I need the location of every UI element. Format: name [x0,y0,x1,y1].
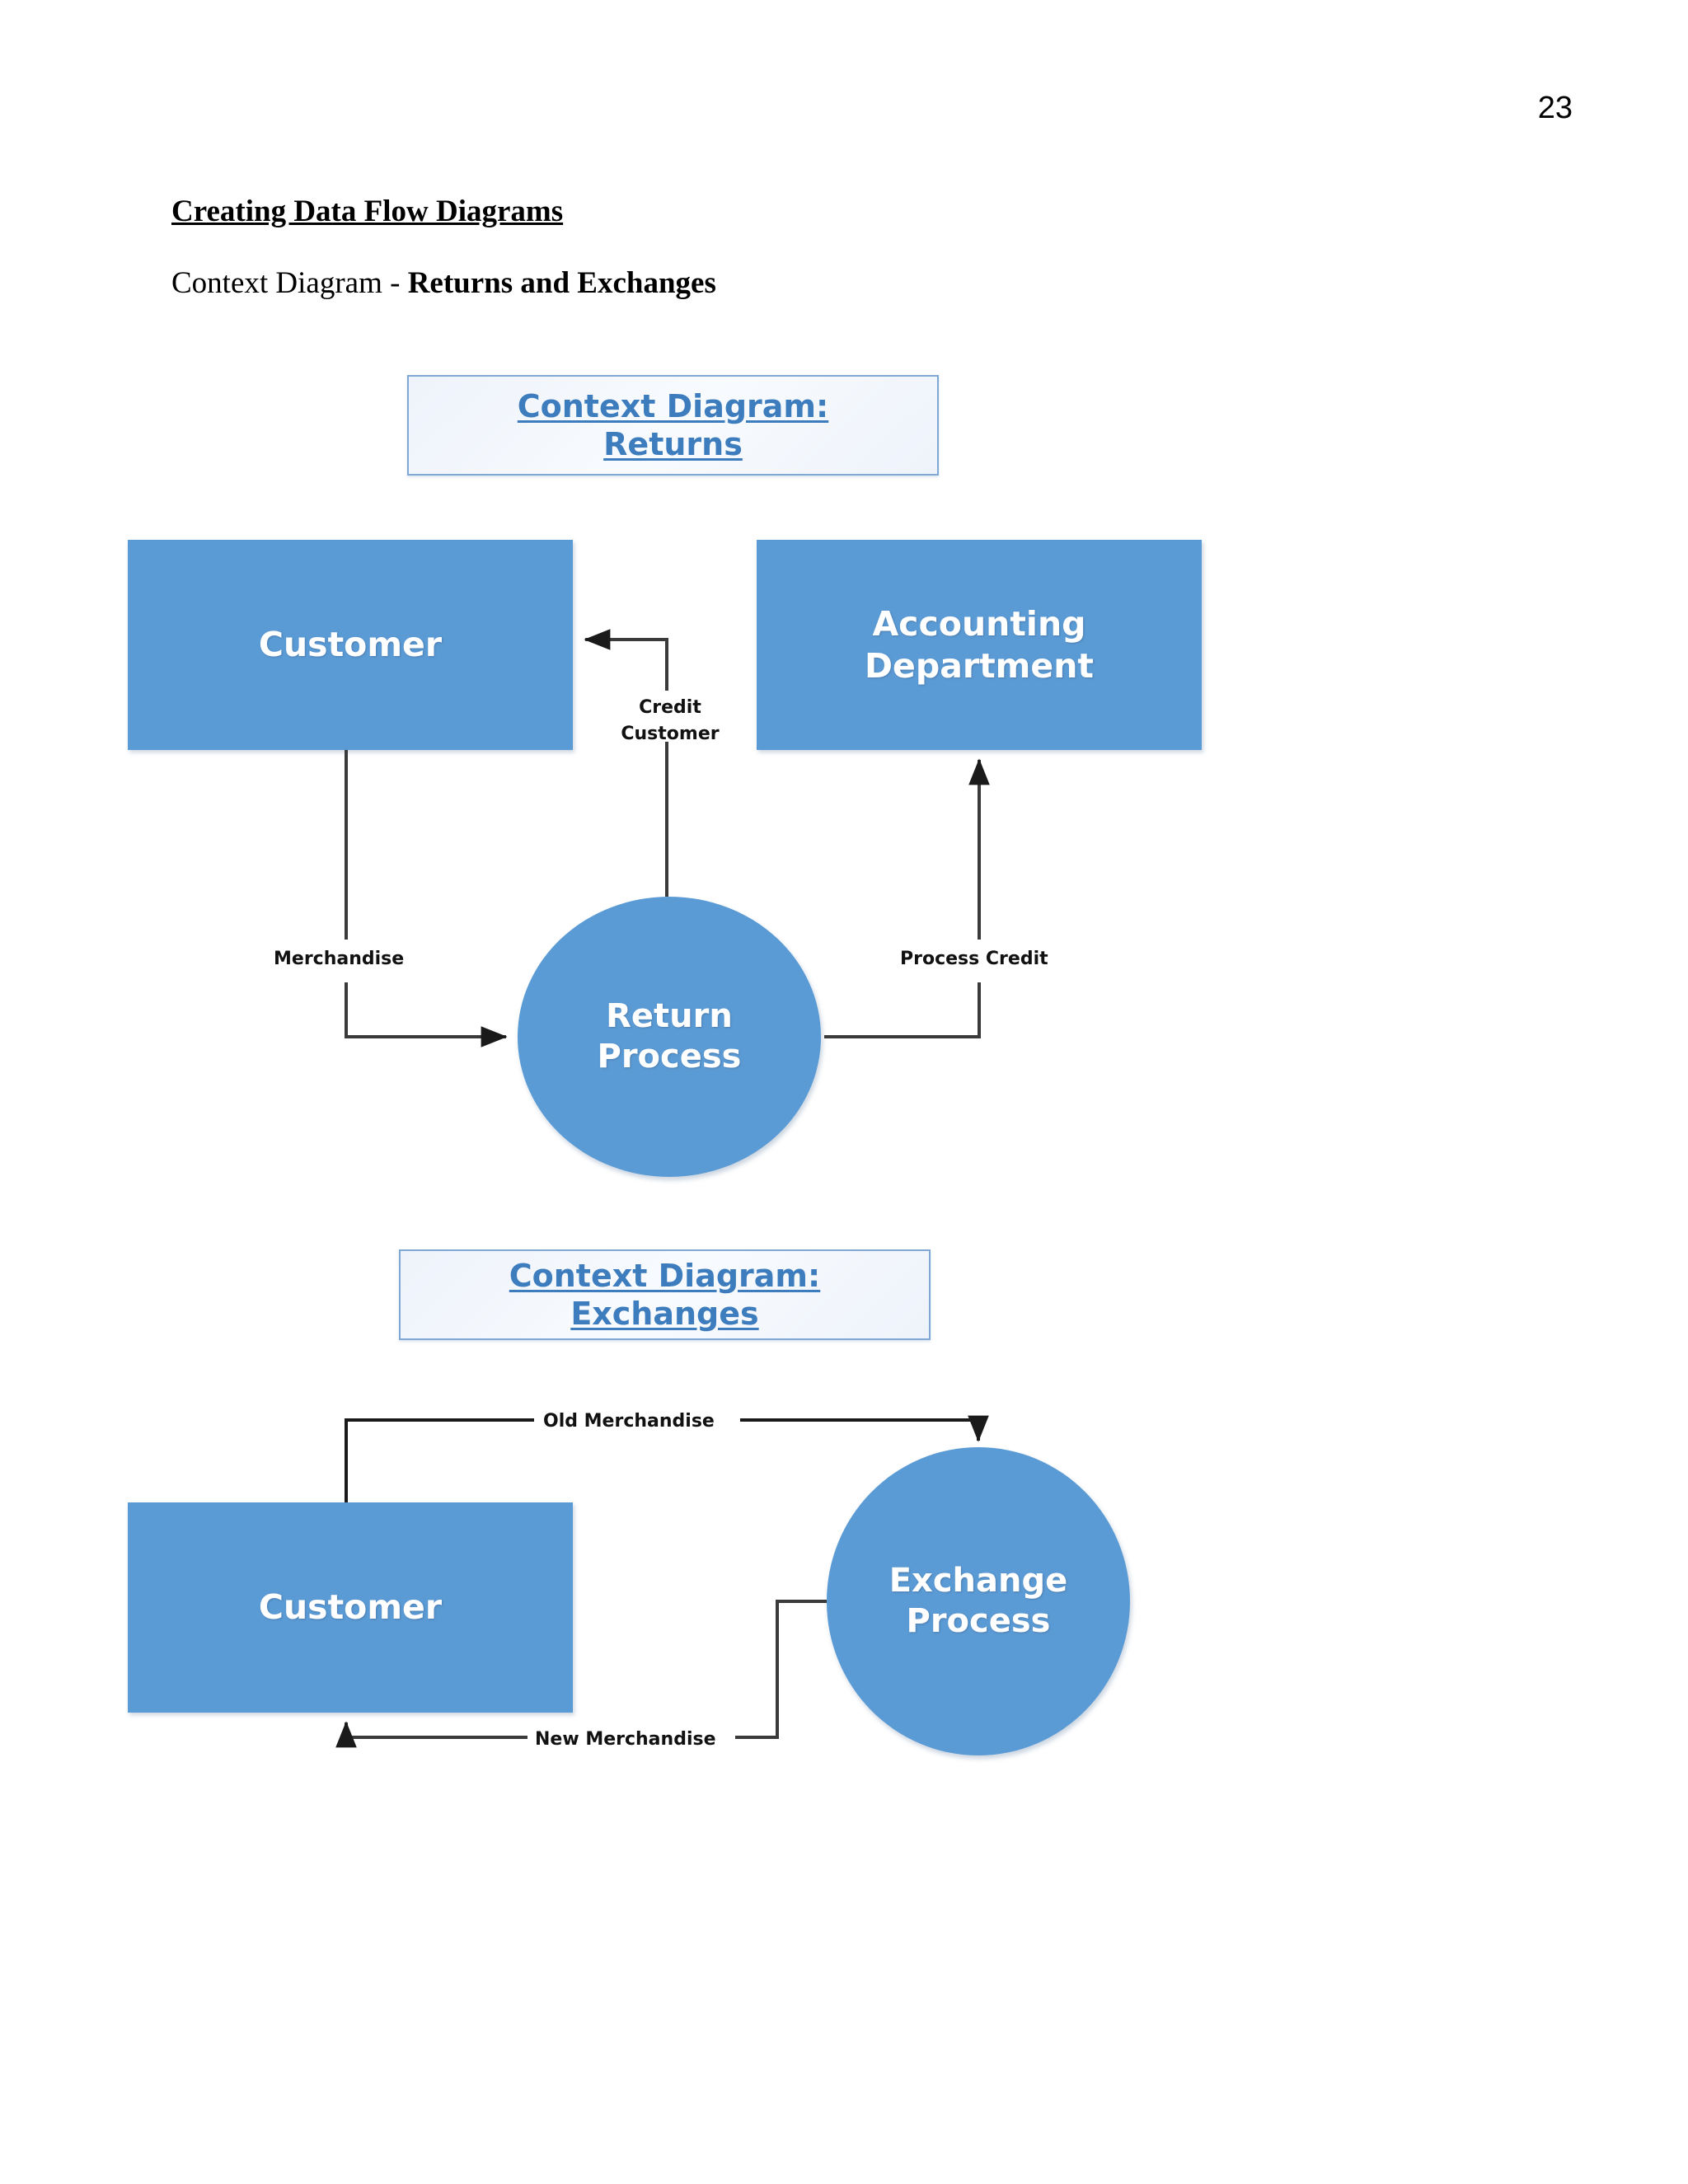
flow-label-process-credit: Process Credit [897,946,1052,972]
flow-label-credit-customer-line2: Customer [621,723,720,744]
diagram-title-exchanges-text: Context Diagram: Exchanges [509,1257,820,1333]
diagram-title-returns: Context Diagram: Returns [407,375,939,476]
diagram-title-exchanges: Context Diagram: Exchanges [399,1249,931,1340]
connector-process-credit [824,758,990,1038]
entity-customer-returns[interactable]: Customer [128,540,573,750]
entity-accounting-department-label: Accounting Department [865,603,1094,686]
entity-customer-exchanges-label: Customer [258,1587,443,1628]
process-return-process[interactable]: Return Process [518,897,821,1177]
diagram-title-exchanges-line2: Exchanges [570,1296,759,1332]
entity-customer-exchanges[interactable]: Customer [128,1502,573,1713]
connector-merchandise [345,750,508,1047]
diagram-title-returns-line1: Context Diagram: [517,387,829,424]
process-return-line1: Return [606,997,733,1036]
entity-accounting-line2: Department [865,645,1094,686]
entity-customer-returns-label: Customer [258,625,443,665]
subtitle-emphasis: Returns and Exchanges [407,266,716,300]
flow-label-credit-customer: Credit Customer [604,695,736,748]
process-exchange-line1: Exchange [889,1562,1068,1601]
diagram-title-exchanges-line1: Context Diagram: [509,1257,821,1294]
process-exchange-process[interactable]: Exchange Process [827,1447,1130,1755]
entity-accounting-department[interactable]: Accounting Department [757,540,1202,750]
process-return-line2: Process [597,1038,742,1076]
page-title: Creating Data Flow Diagrams [171,194,564,228]
process-exchange-line2: Process [906,1602,1051,1640]
flow-label-old-merchandise: Old Merchandise [540,1408,718,1435]
process-exchange-process-label: Exchange Process [889,1561,1068,1642]
subtitle-prefix: Context Diagram - [171,266,408,300]
diagram-title-returns-line2: Returns [603,426,743,462]
flow-label-merchandise: Merchandise [270,946,408,972]
process-return-process-label: Return Process [598,996,742,1077]
page-subtitle: Context Diagram - Returns and Exchanges [171,265,716,301]
flow-label-new-merchandise: New Merchandise [532,1727,720,1753]
diagram-title-returns-text: Context Diagram: Returns [518,387,828,464]
flow-label-credit-customer-line1: Credit [639,697,701,718]
page-number: 23 [1537,91,1573,125]
connector-credit-customer [584,629,668,897]
entity-accounting-line1: Accounting [872,604,1086,644]
